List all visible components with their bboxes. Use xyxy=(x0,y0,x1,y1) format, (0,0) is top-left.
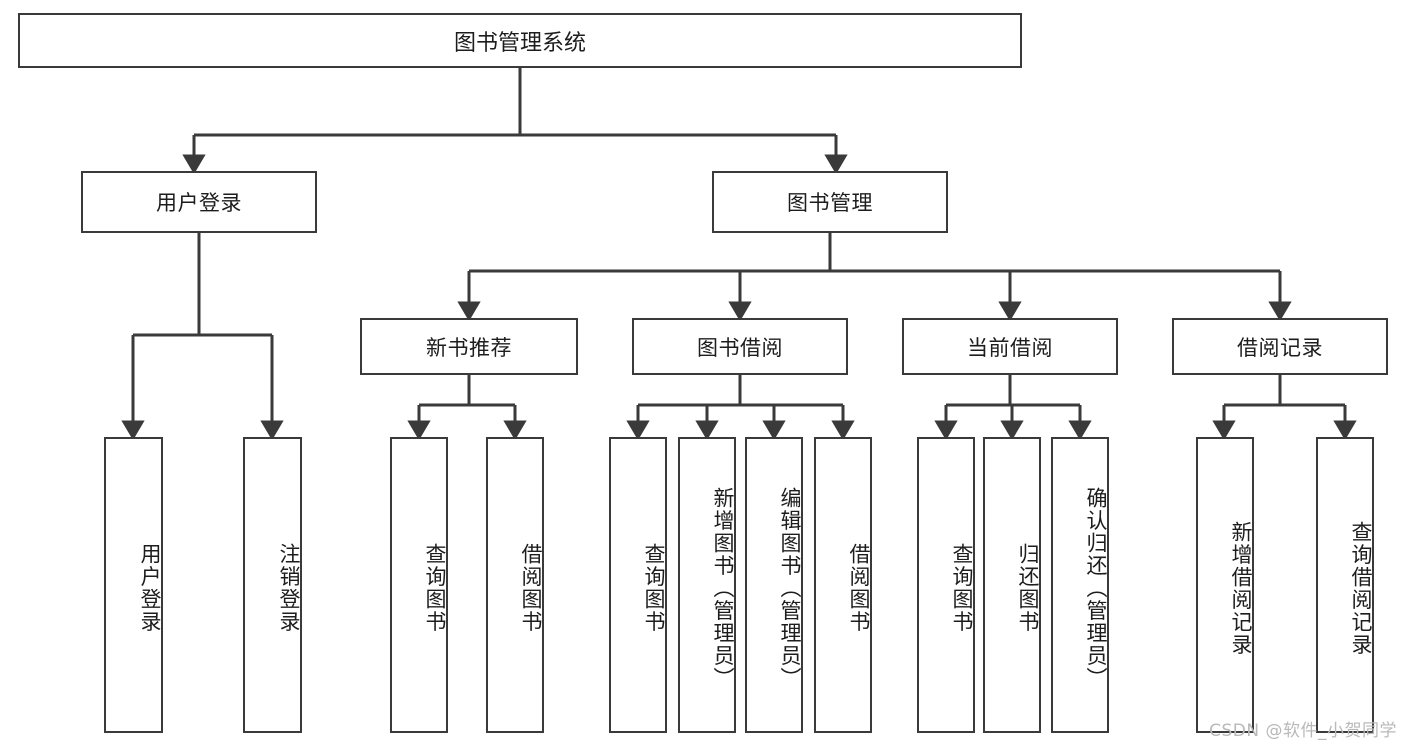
node-leaf-add-book-label: 新增图书（管理员） xyxy=(711,486,735,690)
node-new-book-recommend-label: 新书推荐 xyxy=(426,335,512,360)
node-leaf-borrow-book-2[interactable]: 借阅图书 xyxy=(814,437,872,733)
node-leaf-logout[interactable]: 注销登录 xyxy=(243,437,302,733)
node-leaf-confirm-return-label: 确认归还（管理员） xyxy=(1084,486,1108,690)
node-borrow-record-label: 借阅记录 xyxy=(1237,335,1323,360)
node-leaf-edit-book[interactable]: 编辑图书（管理员） xyxy=(745,437,803,733)
node-current-borrow-label: 当前借阅 xyxy=(967,335,1053,360)
node-leaf-add-book[interactable]: 新增图书（管理员） xyxy=(678,437,736,733)
node-leaf-borrow-book-1[interactable]: 借阅图书 xyxy=(486,437,544,733)
node-leaf-user-login[interactable]: 用户登录 xyxy=(104,437,163,733)
node-leaf-confirm-return[interactable]: 确认归还（管理员） xyxy=(1051,437,1109,733)
node-leaf-query-book-1-label: 查询图书 xyxy=(423,543,447,633)
node-leaf-return-book[interactable]: 归还图书 xyxy=(983,437,1041,733)
node-book-management[interactable]: 图书管理 xyxy=(712,171,948,233)
node-leaf-query-record-label: 查询借阅记录 xyxy=(1349,520,1373,656)
node-book-borrow-label: 图书借阅 xyxy=(697,335,783,360)
node-book-borrow[interactable]: 图书借阅 xyxy=(632,318,848,375)
node-leaf-query-book-3[interactable]: 查询图书 xyxy=(917,437,975,733)
node-leaf-query-book-2[interactable]: 查询图书 xyxy=(609,437,667,733)
node-leaf-add-record[interactable]: 新增借阅记录 xyxy=(1196,437,1254,733)
node-root-label: 图书管理系统 xyxy=(453,30,586,56)
node-leaf-user-login-label: 用户登录 xyxy=(138,543,162,633)
node-leaf-borrow-book-1-label: 借阅图书 xyxy=(519,543,543,633)
node-leaf-query-book-3-label: 查询图书 xyxy=(950,543,974,633)
node-leaf-logout-label: 注销登录 xyxy=(277,543,301,633)
node-current-borrow[interactable]: 当前借阅 xyxy=(902,318,1118,375)
node-root[interactable]: 图书管理系统 xyxy=(18,13,1022,68)
node-user-login[interactable]: 用户登录 xyxy=(81,171,317,233)
node-leaf-return-book-label: 归还图书 xyxy=(1016,543,1040,633)
node-leaf-add-record-label: 新增借阅记录 xyxy=(1229,520,1253,656)
node-leaf-edit-book-label: 编辑图书（管理员） xyxy=(778,486,802,690)
node-user-login-label: 用户登录 xyxy=(156,191,242,215)
node-leaf-query-book-2-label: 查询图书 xyxy=(642,543,666,633)
node-leaf-query-book-1[interactable]: 查询图书 xyxy=(390,437,448,733)
node-leaf-borrow-book-2-label: 借阅图书 xyxy=(847,543,871,633)
node-leaf-query-record[interactable]: 查询借阅记录 xyxy=(1316,437,1374,733)
node-new-book-recommend[interactable]: 新书推荐 xyxy=(360,318,578,375)
node-book-management-label: 图书管理 xyxy=(787,191,873,215)
node-borrow-record[interactable]: 借阅记录 xyxy=(1172,318,1388,375)
